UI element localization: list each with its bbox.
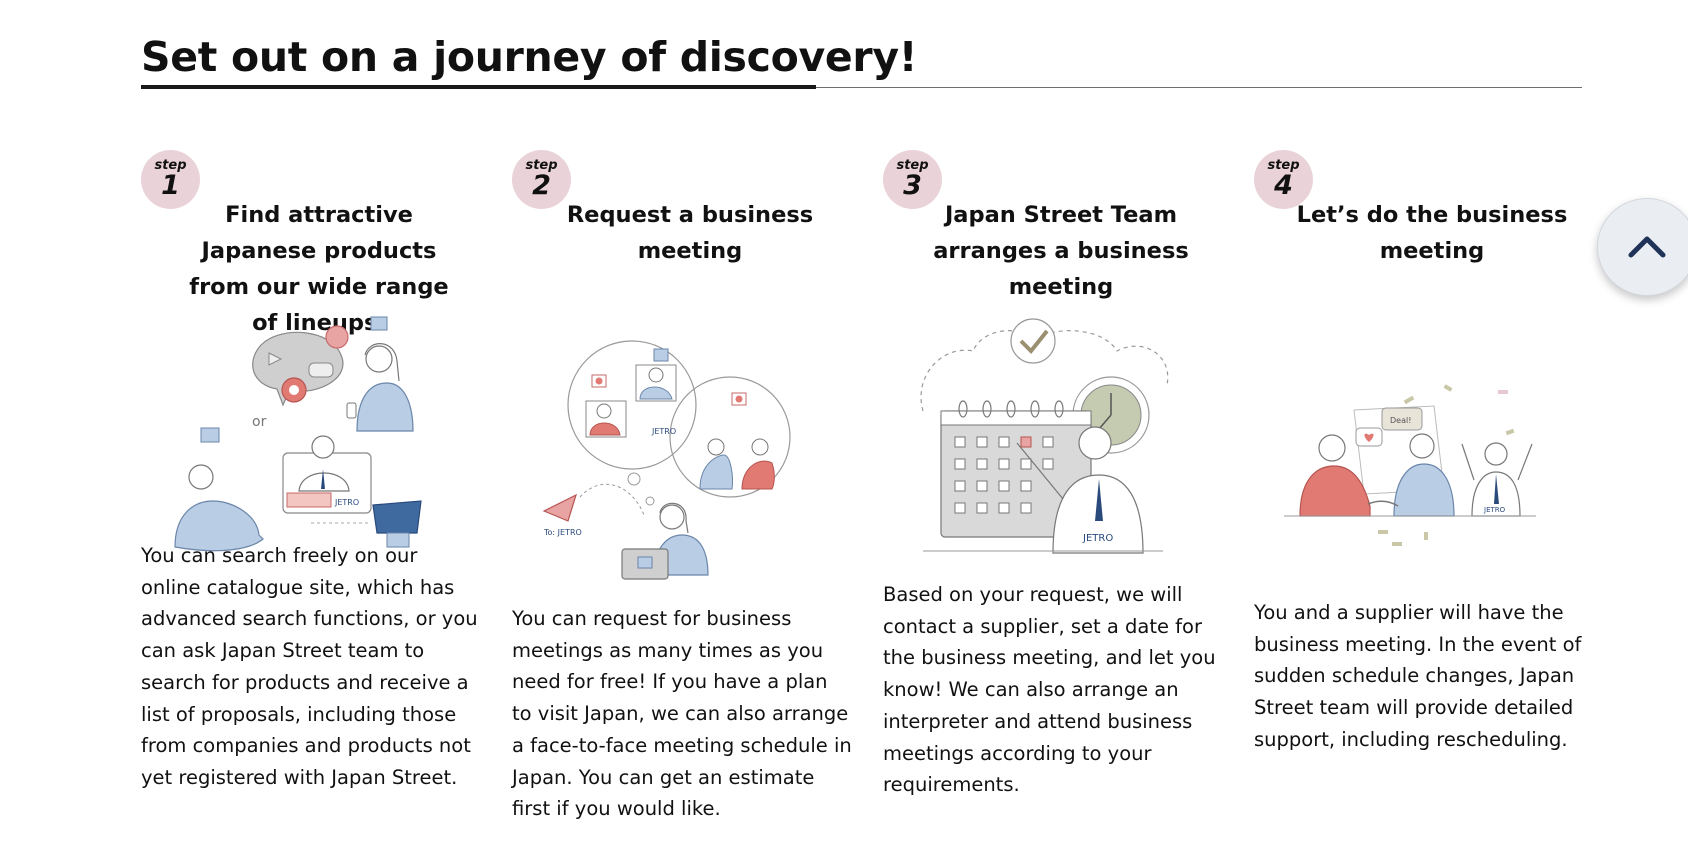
step-badge-label: step — [1267, 158, 1300, 173]
step-description: You can request for business meetings as… — [512, 607, 852, 821]
page-title: Set out on a journey of discovery! — [141, 33, 918, 81]
to-jetro-label: To: JETRO — [543, 528, 582, 537]
step-title: Find attractive Japanese products from o… — [189, 202, 449, 336]
chevron-up-icon — [1628, 236, 1666, 258]
step-badge-label: step — [896, 158, 929, 173]
step-badge-number: 4 — [1274, 170, 1293, 201]
step-badge: step 2 — [512, 150, 571, 209]
title-divider — [141, 87, 1582, 88]
catalogue-search-illustration: or JETRO — [174, 316, 422, 552]
deal-bubble-text: Deal! — [1390, 416, 1411, 425]
step-description: You can search freely on our online cata… — [141, 544, 478, 789]
jetro-label: JETRO — [334, 498, 359, 507]
step-title: Japan Street Team arranges a business me… — [933, 202, 1189, 300]
or-label: or — [252, 414, 267, 430]
step-badge-number: 1 — [161, 170, 180, 201]
step-badge: step 3 — [883, 150, 942, 209]
step-badge: step 4 — [1254, 150, 1313, 209]
jetro-label: JETRO — [1483, 506, 1506, 514]
step-description: You and a supplier will have the busines… — [1254, 601, 1582, 751]
arrangement-illustration: JETRO — [920, 318, 1169, 554]
step-badge: step 1 — [141, 150, 200, 209]
step-badge-label: step — [154, 158, 187, 173]
jetro-label: JETRO — [1082, 533, 1113, 544]
jetro-label: JETRO — [651, 427, 676, 436]
title-underline — [141, 85, 816, 89]
scroll-to-top-button[interactable] — [1597, 198, 1688, 296]
step-badge-number: 3 — [903, 170, 922, 201]
step-description: Based on your request, we will contact a… — [883, 583, 1216, 797]
step-badge-number: 2 — [532, 170, 551, 201]
meeting-request-illustration: JETRO To: JETRO — [542, 340, 791, 580]
step-title: Request a business meeting — [566, 202, 814, 264]
step-title: Let’s do the business meeting — [1296, 202, 1568, 264]
step-badge-label: step — [525, 158, 558, 173]
business-meeting-illustration: Deal! JETRO — [1284, 384, 1536, 546]
